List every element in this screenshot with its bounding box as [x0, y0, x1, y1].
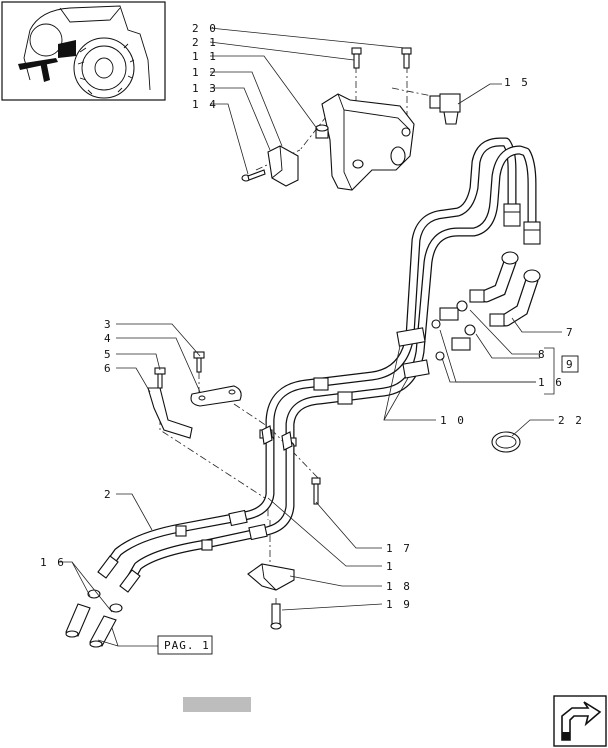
callout-22: 2 2: [558, 414, 584, 427]
callout-2: 2: [104, 488, 113, 501]
callout-10: 1 0: [440, 414, 466, 427]
tractor-thumbnail-icon: [1, 1, 166, 101]
callout-17: 1 7: [386, 542, 412, 555]
callout-8: 8: [538, 348, 547, 361]
callout-12: 1 2: [192, 66, 218, 79]
callout-19: 1 9: [386, 598, 412, 611]
callout-14: 1 4: [192, 98, 218, 111]
callout-16-left: 1 6: [40, 556, 66, 569]
hoses-right: [469, 251, 541, 327]
callout-1: 1: [386, 560, 395, 573]
plate-4: [190, 385, 242, 407]
callout-6: 6: [104, 362, 113, 375]
leader-lines: [58, 27, 562, 647]
screw-19: [270, 603, 282, 630]
clip-bracket: [261, 425, 293, 451]
bracket-plate: [267, 145, 299, 187]
bolt-5: [154, 367, 166, 389]
callout-5: 5: [104, 348, 113, 361]
callout-16-right: 1 6: [538, 376, 564, 389]
bolt-21: [351, 47, 362, 69]
screw-14: [241, 169, 266, 182]
callout-labels: 2 0 2 1 1 1 1 2 1 3 1 4 1 5 7 8 9 1 6 1 …: [40, 22, 584, 611]
callout-4: 4: [104, 332, 113, 345]
callout-21: 2 1: [192, 36, 218, 49]
callout-9: 9: [566, 358, 575, 371]
bracket-18: [247, 563, 295, 591]
callout-18: 1 8: [386, 580, 412, 593]
reference-bracket: [544, 347, 579, 395]
adapter-fittings: [396, 300, 476, 379]
callout-11: 1 1: [192, 50, 218, 63]
quick-couplers-16: [65, 603, 117, 648]
bolt-17: [311, 477, 321, 505]
bracket-6: [147, 387, 193, 439]
nut-11: [315, 124, 329, 139]
gray-footer-bar: [183, 697, 251, 712]
page-reference-box[interactable]: PAG. 1: [157, 635, 213, 655]
page-reference-label: PAG. 1: [164, 639, 210, 652]
callout-15: 1 5: [504, 76, 530, 89]
callout-3: 3: [104, 318, 113, 331]
callout-7: 7: [566, 326, 575, 339]
callout-13: 1 3: [192, 82, 218, 95]
hose-clamp-22: [491, 431, 521, 453]
valve-15: [429, 93, 461, 125]
hoses-lower: [87, 435, 295, 613]
bolt-20: [401, 47, 412, 69]
next-page-arrow-icon[interactable]: [553, 695, 607, 747]
callout-20: 2 0: [192, 22, 218, 35]
mounting-bracket: [321, 93, 415, 191]
